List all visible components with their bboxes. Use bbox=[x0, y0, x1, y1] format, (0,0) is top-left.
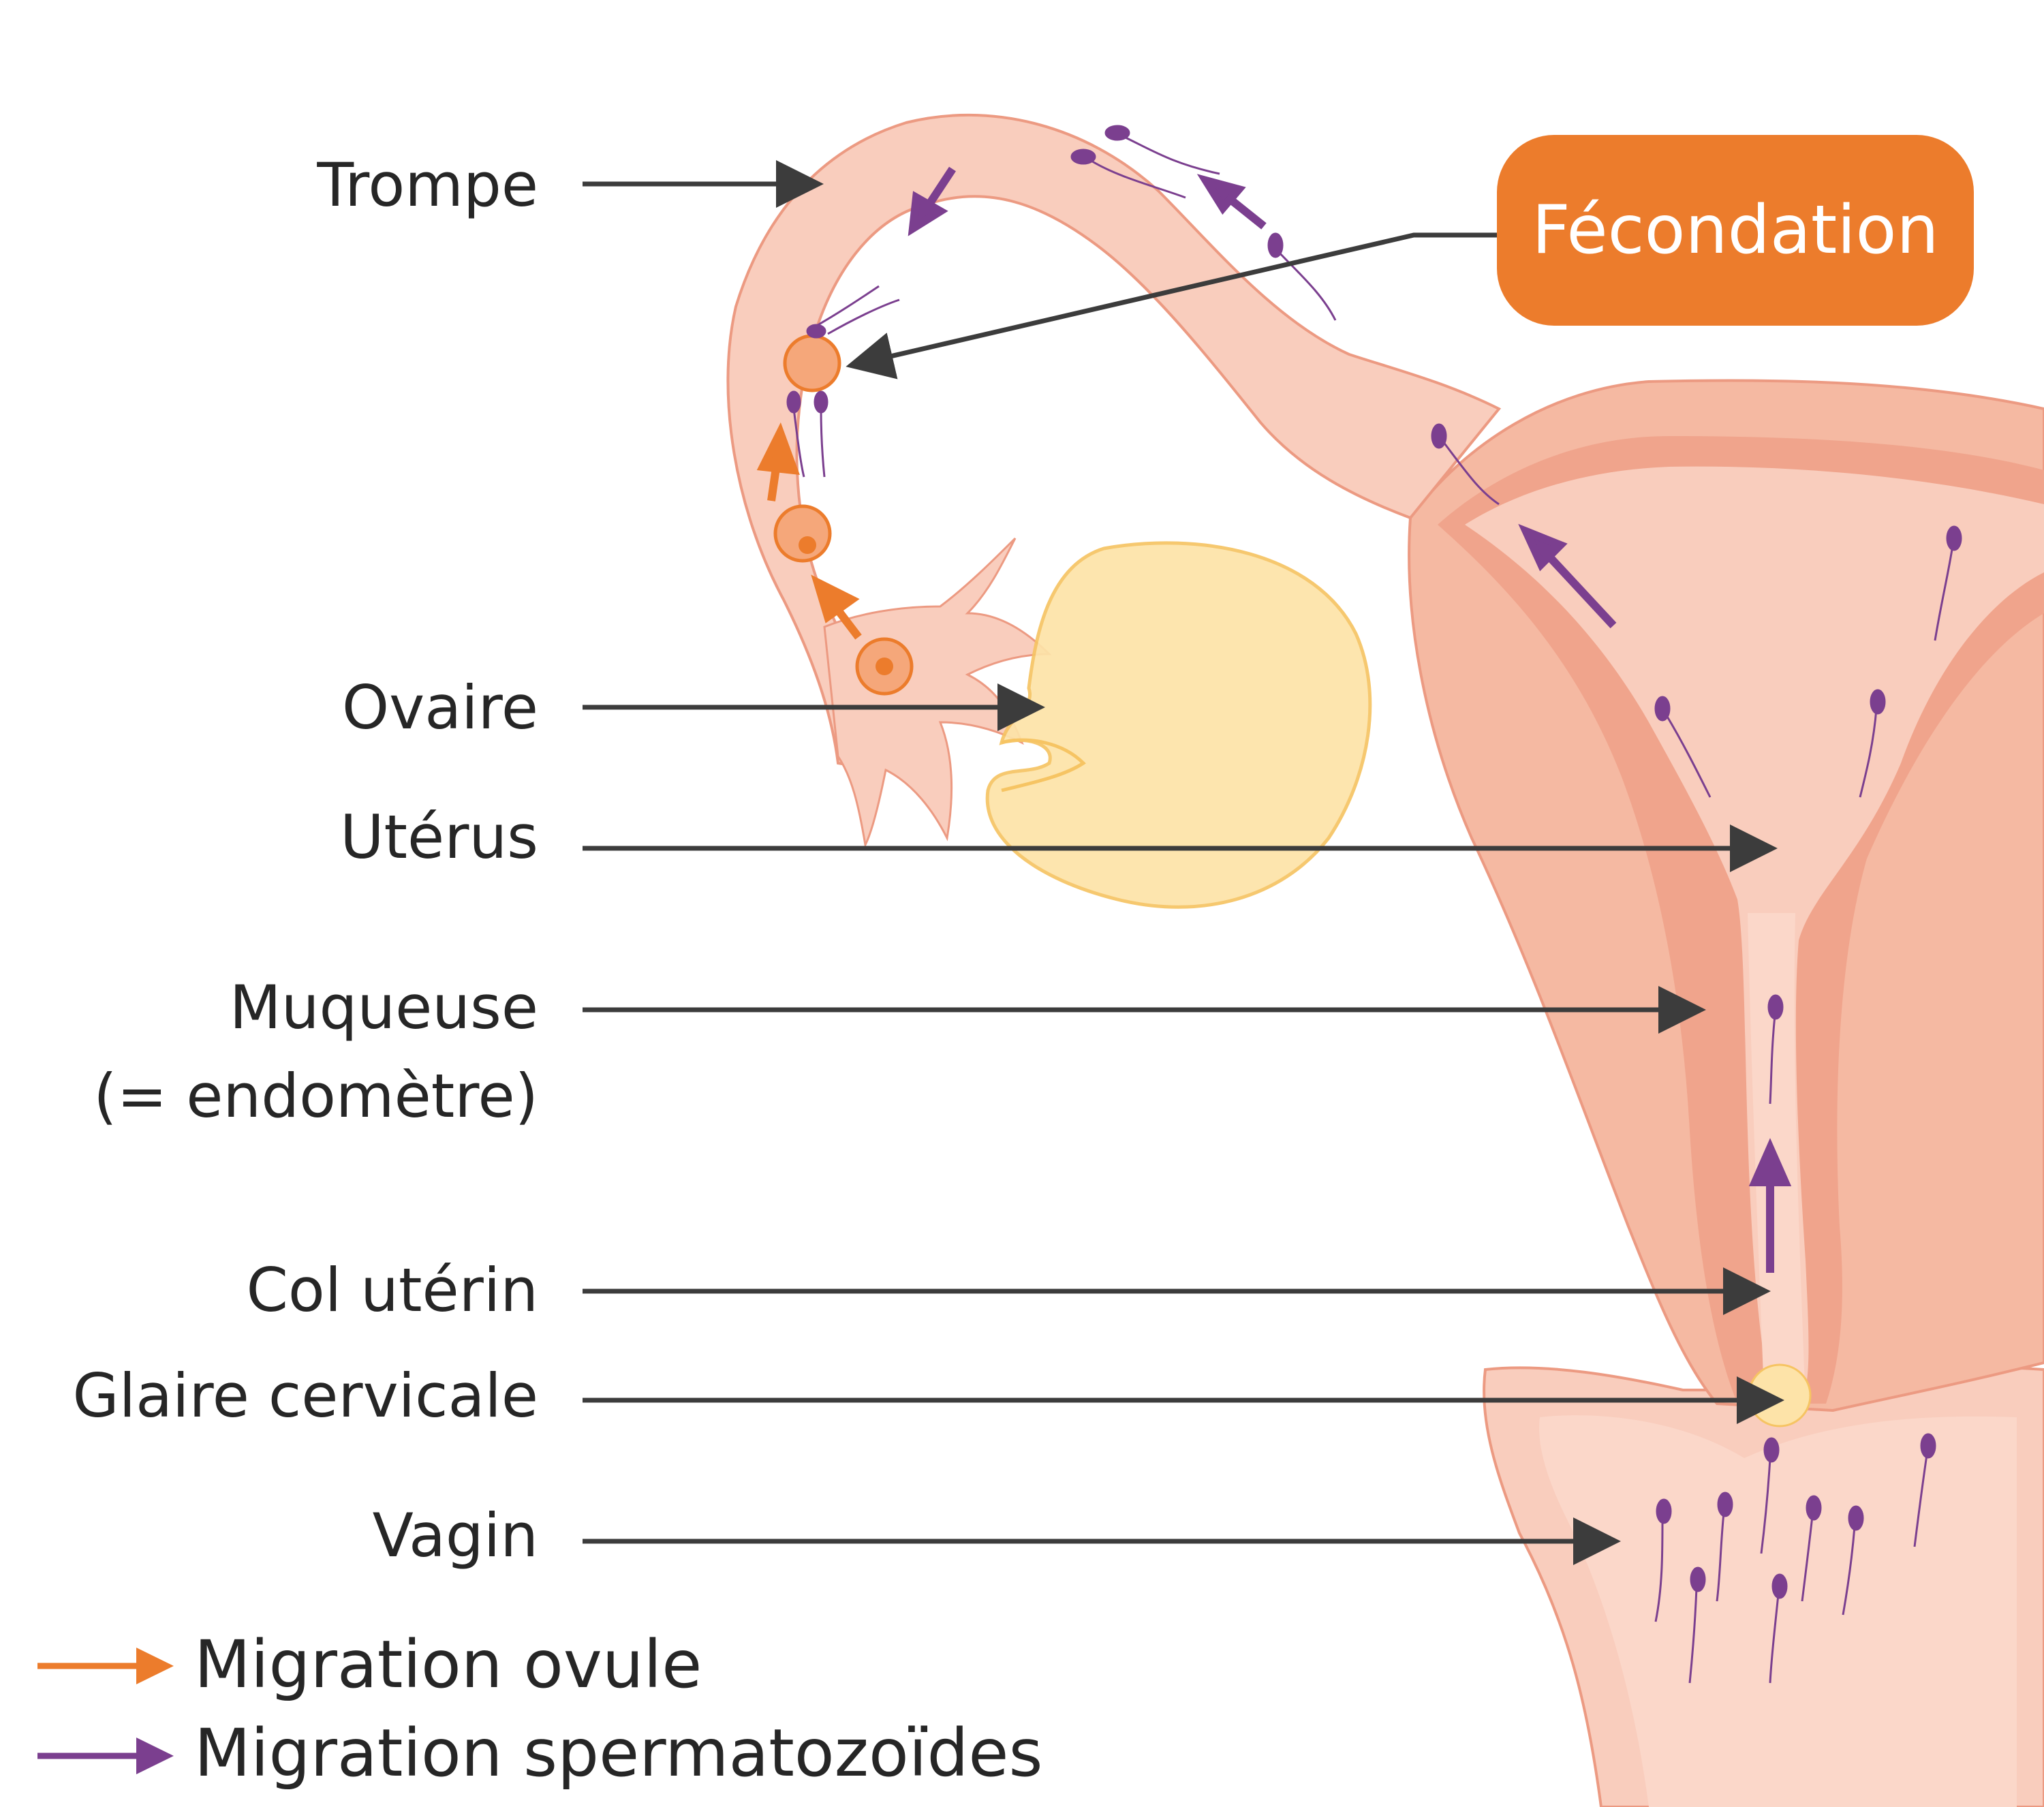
fecondation-badge: Fécondation bbox=[1497, 135, 1974, 326]
label-arrows bbox=[583, 160, 1784, 1565]
label-muqueuse-line1: Muqueuse bbox=[229, 972, 538, 1042]
label-glaire-cervicale: Glaire cervicale bbox=[72, 1361, 538, 1431]
label-muqueuse-line2: (= endomètre) bbox=[93, 1061, 538, 1131]
sperm-migration-arrows bbox=[908, 166, 1792, 1273]
label-ovaire: Ovaire bbox=[341, 673, 538, 743]
ovary-rupture bbox=[1001, 738, 1086, 792]
ovules bbox=[773, 334, 914, 696]
label-col-uterin: Col utérin bbox=[246, 1255, 538, 1325]
ovule-fertilized bbox=[783, 334, 841, 392]
cervical-mucus bbox=[1748, 1363, 1812, 1427]
spermatozoa bbox=[786, 125, 1962, 1684]
legend-ovule-label: Migration ovule bbox=[194, 1626, 702, 1703]
fallopian-tube bbox=[726, 113, 1502, 772]
ovule-2 bbox=[773, 504, 832, 563]
arrow-fecondation bbox=[846, 232, 1497, 380]
ovary-shape bbox=[985, 541, 1372, 909]
label-uterus: Utérus bbox=[340, 802, 538, 872]
ovule-migration-arrows bbox=[756, 422, 862, 640]
fecondation-label: Fécondation bbox=[1532, 191, 1939, 269]
legend-arrows bbox=[37, 1648, 174, 1774]
legend-sperm-label: Migration spermatozoïdes bbox=[194, 1715, 1043, 1791]
label-vagin: Vagin bbox=[372, 1500, 538, 1571]
label-trompe: Trompe bbox=[317, 150, 538, 220]
